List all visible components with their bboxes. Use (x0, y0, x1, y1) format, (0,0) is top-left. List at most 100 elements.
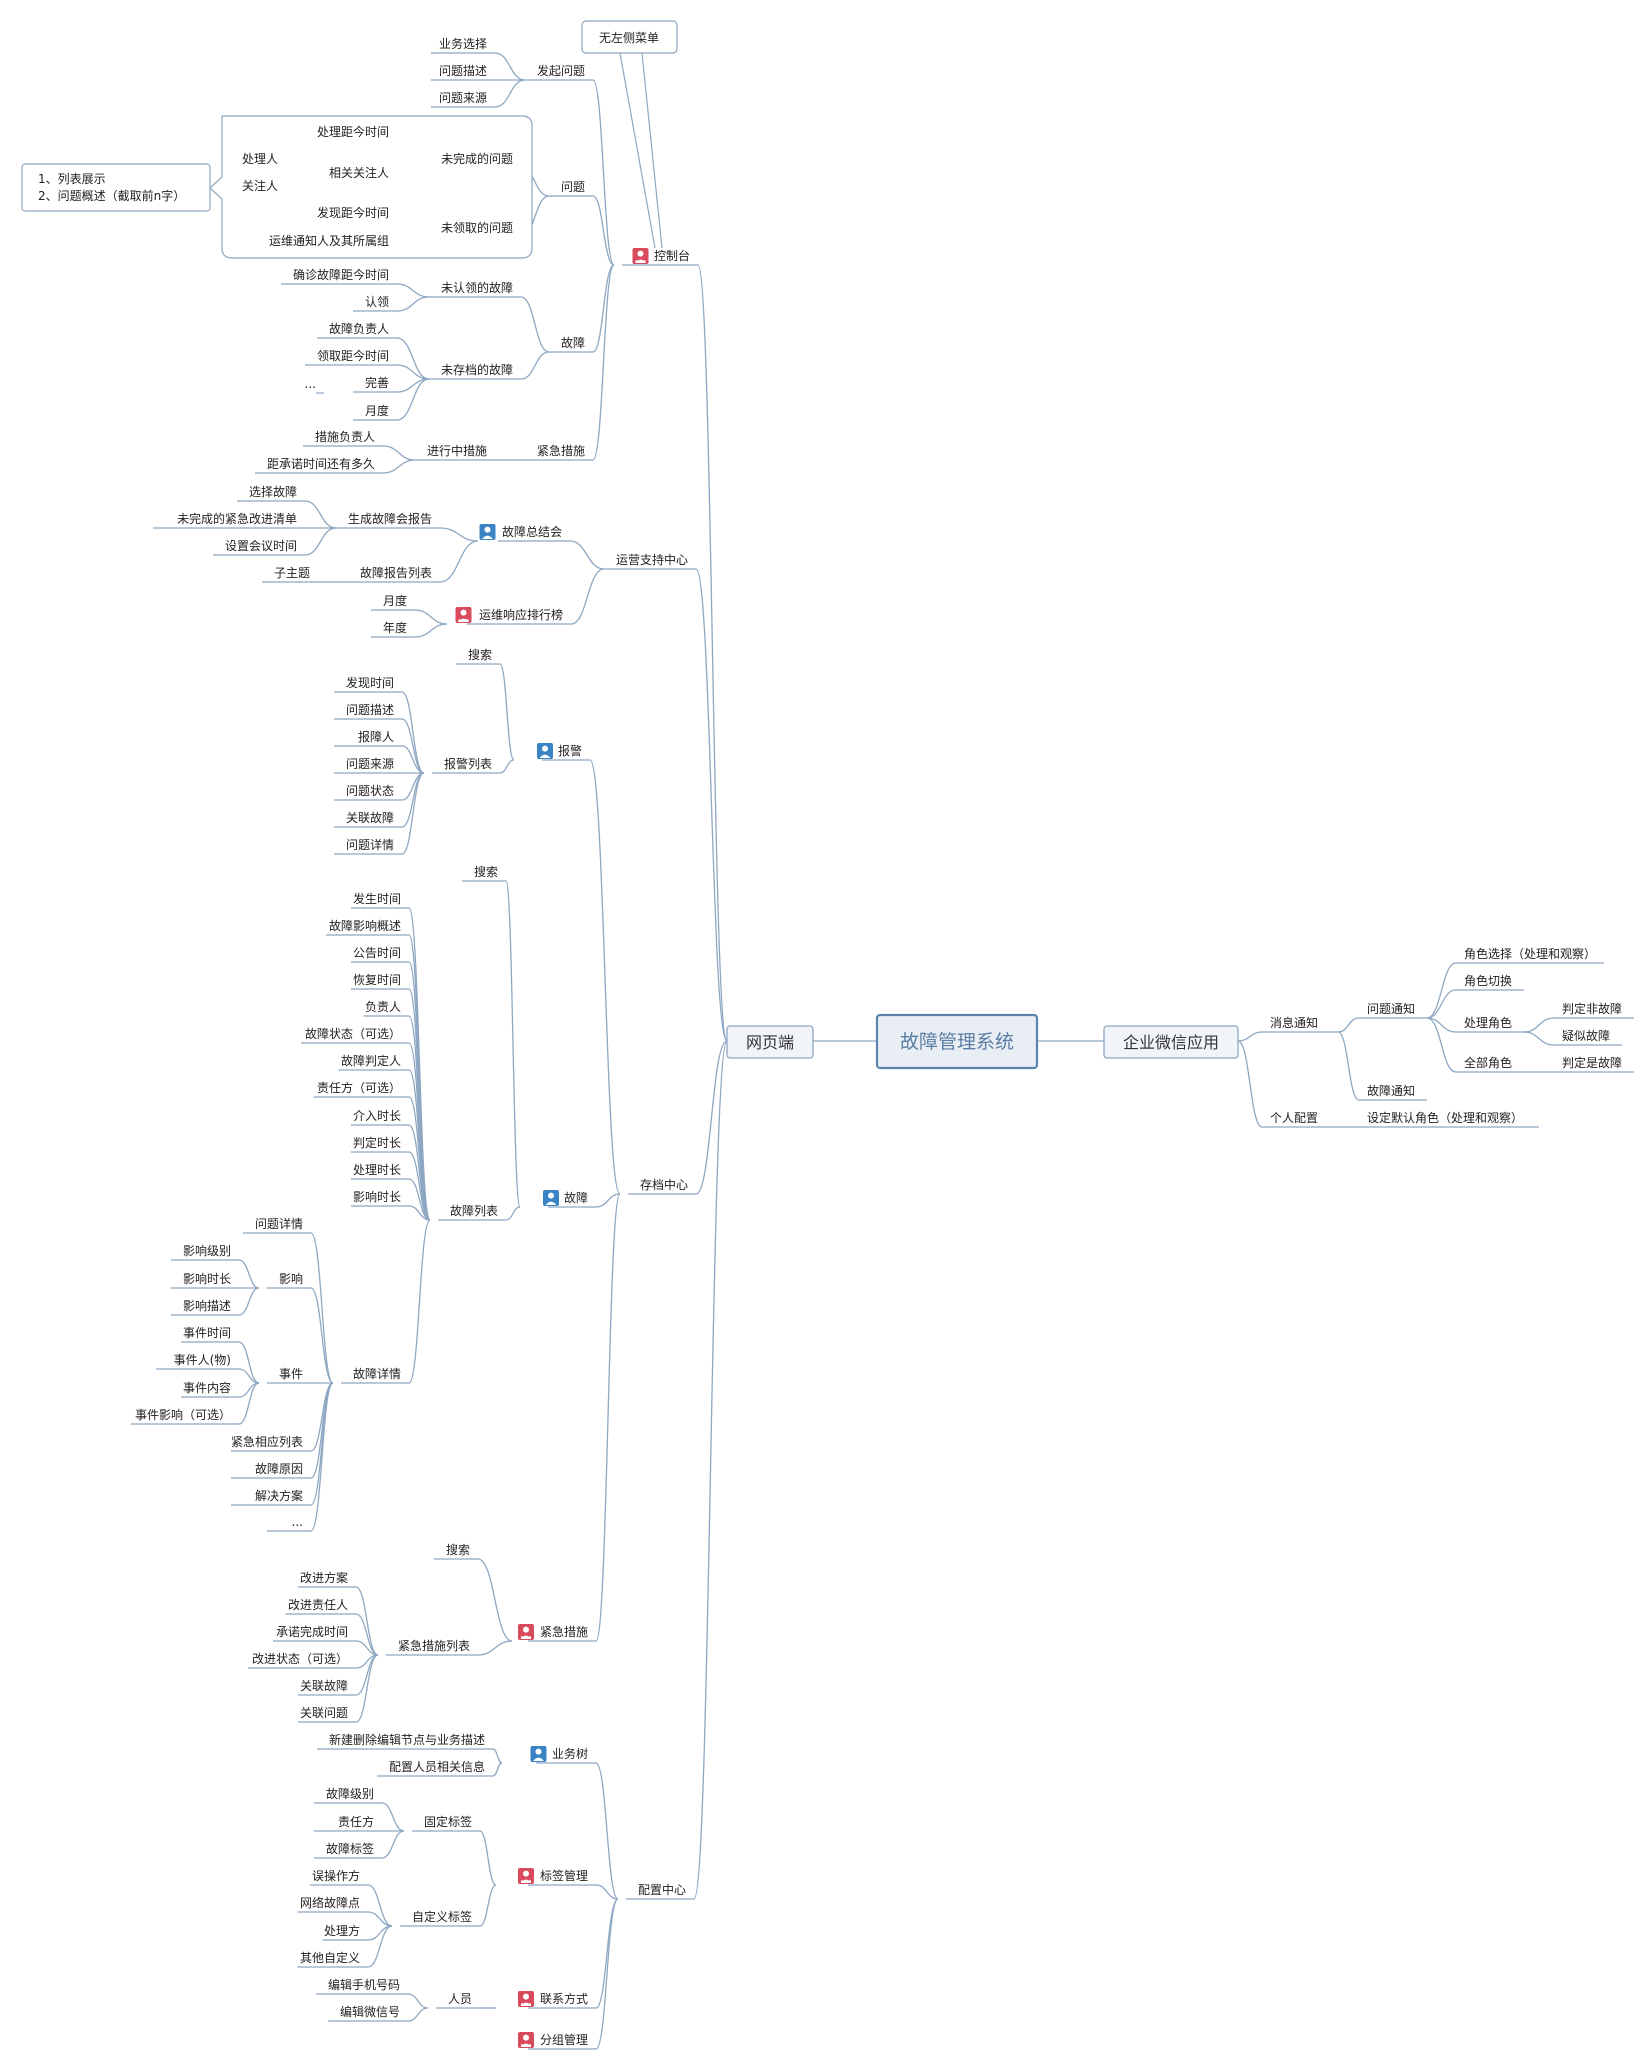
node-web-ops-review-generate-items-1[interactable]: 未完成的紧急改进清单 (177, 511, 297, 526)
node-web-archive-alarm-list-items-1[interactable]: 问题描述 (346, 703, 394, 717)
node-web-archive-fault-list-items-7[interactable]: 责任方（可选） (317, 1080, 401, 1095)
node-web-config-label[interactable]: 配置中心 (638, 1882, 686, 1897)
node-web-config-contact-person-label[interactable]: 人员 (448, 1992, 472, 2006)
node-wecom-notify-problem-label[interactable]: 问题通知 (1367, 1002, 1415, 1016)
node-web-console-initiate-label[interactable]: 发起问题 (537, 63, 585, 78)
node-web-archive-fault-detail-problem-detail[interactable]: 问题详情 (255, 1216, 303, 1231)
node-web-config-contact-person-items-1[interactable]: 编辑微信号 (340, 2004, 400, 2019)
node-wecom-notify-label[interactable]: 消息通知 (1270, 1015, 1318, 1030)
node-web-archive-fault-list-items-0[interactable]: 发生时间 (353, 891, 401, 906)
node-web-console-emergency-ongoing-label[interactable]: 进行中措施 (427, 443, 487, 458)
node-web-console-fault-unarchived-items-0[interactable]: 故障负责人 (329, 321, 389, 336)
node-web-archive-fault-label[interactable]: 故障 (564, 1190, 588, 1205)
node-web-config-tags-custom-items-0[interactable]: 误操作方 (312, 1868, 360, 1883)
node-web-archive-measure-list-items-1[interactable]: 改进责任人 (288, 1598, 348, 1612)
node-web-archive-label[interactable]: 存档中心 (640, 1177, 688, 1192)
node-web-archive-measure-list-items-4[interactable]: 关联故障 (300, 1678, 348, 1693)
node-web-config-tags-label[interactable]: 标签管理 (540, 1868, 588, 1883)
node-web-ops-review-report-list-label[interactable]: 故障报告列表 (360, 565, 432, 580)
node-web-archive-fault-detail-impact-items-1[interactable]: 影响时长 (183, 1271, 231, 1286)
node-web-console-problem-unfinished-label[interactable]: 未完成的问题 (441, 151, 513, 166)
node-web-archive-measure-list-items-5[interactable]: 关联问题 (300, 1706, 348, 1720)
node-web-archive-fault-detail-event-items-2[interactable]: 事件内容 (183, 1380, 231, 1395)
node-web-console-problem-unclaimed-items-1[interactable]: 运维通知人及其所属组 (269, 234, 389, 248)
node-wecom-notify-problem-all-role-label[interactable]: 全部角色 (1464, 1055, 1512, 1070)
node-web-ops-ranking-label[interactable]: 运维响应排行榜 (479, 607, 563, 622)
node-web-archive-alarm-list-items-3[interactable]: 问题来源 (346, 757, 394, 771)
node-web-archive-fault-detail-rest-0[interactable]: 紧急相应列表 (231, 1434, 303, 1449)
node-web-archive-measure-list-items-0[interactable]: 改进方案 (300, 1570, 348, 1585)
node-web-config-tags-custom-items-3[interactable]: 其他自定义 (300, 1950, 360, 1965)
node-wecom-personal-label[interactable]: 个人配置 (1270, 1111, 1318, 1125)
node-web-console-emergency-ongoing-items-0[interactable]: 措施负责人 (315, 430, 375, 444)
node-web-config-tags-fixed-items-1[interactable]: 责任方 (338, 1814, 374, 1829)
node-web-console-problem-unclaimed-items-0[interactable]: 发现距今时间 (317, 205, 389, 220)
node-web-ops-ranking-items-1[interactable]: 年度 (383, 620, 407, 635)
node-web-ops-review-generate-items-2[interactable]: 设置会议时间 (225, 539, 297, 553)
node-web-config-tags-custom-label[interactable]: 自定义标签 (412, 1909, 472, 1924)
node-web-config-group-label[interactable]: 分组管理 (540, 2032, 588, 2047)
node-web-archive-measure-list-items-2[interactable]: 承诺完成时间 (276, 1624, 348, 1639)
node-web-archive-fault-detail-ellipsis[interactable]: ... (292, 1515, 303, 1529)
node-web-archive-fault-list-items-10[interactable]: 处理时长 (353, 1163, 401, 1177)
web-node-title[interactable]: 网页端 (746, 1033, 794, 1052)
node-web-console-fault-unconfirmed-items-1[interactable]: 认领 (365, 295, 389, 309)
node-wecom-notify-problem-role-switch[interactable]: 角色切换 (1464, 974, 1512, 988)
node-web-archive-measure-label[interactable]: 紧急措施 (540, 1624, 588, 1639)
node-web-archive-alarm-list-items-6[interactable]: 问题详情 (346, 837, 394, 852)
node-web-archive-fault-search[interactable]: 搜索 (474, 864, 498, 879)
node-web-archive-fault-detail-event-label[interactable]: 事件 (279, 1367, 303, 1381)
node-web-config-biztree-label[interactable]: 业务树 (552, 1746, 588, 1761)
node-web-console-fault-label[interactable]: 故障 (561, 335, 585, 350)
node-wecom-notify-fault[interactable]: 故障通知 (1367, 1083, 1415, 1098)
node-web-archive-fault-detail-impact-items-2[interactable]: 影响描述 (183, 1298, 231, 1313)
node-web-console-initiate-items-2[interactable]: 问题来源 (439, 91, 487, 105)
node-web-console-label[interactable]: 控制台 (654, 248, 690, 263)
node-web-ops-ranking-items-0[interactable]: 月度 (383, 593, 407, 608)
node-wecom-notify-problem-role-select[interactable]: 角色选择（处理和观察） (1464, 947, 1596, 961)
node-web-archive-fault-detail-event-items-0[interactable]: 事件时间 (183, 1326, 231, 1340)
node-web-archive-alarm-list-items-5[interactable]: 关联故障 (346, 810, 394, 825)
node-web-ops-review-label[interactable]: 故障总结会 (502, 524, 562, 539)
node-web-archive-alarm-list-items-4[interactable]: 问题状态 (346, 784, 394, 798)
node-web-config-tags-fixed-label[interactable]: 固定标签 (424, 1814, 472, 1829)
node-web-archive-fault-detail-event-items-3[interactable]: 事件影响（可选） (135, 1407, 231, 1422)
node-web-console-fault-unarchived-ellipsis[interactable]: ... (305, 377, 316, 391)
wecom-node-title[interactable]: 企业微信应用 (1123, 1033, 1219, 1052)
node-web-config-tags-fixed-items-0[interactable]: 故障级别 (326, 1786, 374, 1801)
node-web-archive-fault-list-items-1[interactable]: 故障影响概述 (329, 918, 401, 933)
node-web-archive-fault-list-items-11[interactable]: 影响时长 (353, 1189, 401, 1204)
node-web-archive-fault-detail-event-items-1[interactable]: 事件人(物) (174, 1353, 231, 1367)
node-web-ops-review-report-list-items-0[interactable]: 子主题 (274, 566, 310, 580)
node-web-config-tags-custom-items-1[interactable]: 网络故障点 (300, 1895, 360, 1910)
node-wecom-personal-default-role[interactable]: 设定默认角色（处理和观察） (1367, 1110, 1523, 1125)
node-web-console-emergency-label[interactable]: 紧急措施 (537, 443, 585, 458)
node-web-console-emergency-ongoing-items-1[interactable]: 距承诺时间还有多久 (267, 457, 375, 471)
node-web-ops-review-generate-label[interactable]: 生成故障会报告 (348, 511, 432, 526)
node-wecom-notify-problem-handle-role-items-0[interactable]: 判定非故障 (1562, 1001, 1622, 1016)
node-web-archive-measure-list-items-3[interactable]: 改进状态（可选） (252, 1652, 348, 1666)
node-web-archive-fault-list-label[interactable]: 故障列表 (450, 1203, 498, 1218)
node-web-console-fault-unconfirmed-items-0[interactable]: 确诊故障距今时间 (293, 267, 389, 282)
node-web-archive-fault-list-items-8[interactable]: 介入时长 (353, 1109, 401, 1123)
node-web-archive-measure-search[interactable]: 搜索 (446, 1542, 470, 1557)
node-web-archive-fault-list-items-2[interactable]: 公告时间 (353, 946, 401, 960)
node-web-archive-fault-list-items-5[interactable]: 故障状态（可选） (305, 1026, 401, 1041)
node-web-archive-alarm-list-label[interactable]: 报警列表 (444, 756, 492, 771)
node-web-console-problem-unfinished-related[interactable]: 相关关注人 (329, 165, 389, 180)
node-web-ops-label[interactable]: 运营支持中心 (616, 552, 688, 567)
node-web-config-tags-fixed-items-2[interactable]: 故障标签 (326, 1841, 374, 1856)
node-web-config-tags-custom-items-2[interactable]: 处理方 (324, 1923, 360, 1938)
node-web-console-initiate-items-0[interactable]: 业务选择 (439, 36, 487, 51)
node-wecom-notify-problem-all-role-items-0[interactable]: 判定是故障 (1562, 1055, 1622, 1070)
node-web-archive-fault-list-items-3[interactable]: 恢复时间 (353, 973, 401, 987)
node-web-console-problem-unfinished-watcher[interactable]: 关注人 (242, 178, 278, 193)
node-web-archive-fault-detail-rest-2[interactable]: 解决方案 (255, 1488, 303, 1503)
node-web-console-problem-unclaimed-label[interactable]: 未领取的问题 (441, 220, 513, 235)
node-web-console-fault-unconfirmed-label[interactable]: 未认领的故障 (441, 280, 513, 295)
node-web-archive-measure-list-label[interactable]: 紧急措施列表 (398, 1638, 470, 1653)
node-web-archive-fault-list-items-6[interactable]: 故障判定人 (341, 1053, 401, 1068)
node-web-archive-fault-detail-impact-items-0[interactable]: 影响级别 (183, 1243, 231, 1258)
node-web-archive-fault-list-items-4[interactable]: 负责人 (365, 1000, 401, 1014)
node-web-console-fault-unarchived-items-3[interactable]: 月度 (365, 403, 389, 418)
